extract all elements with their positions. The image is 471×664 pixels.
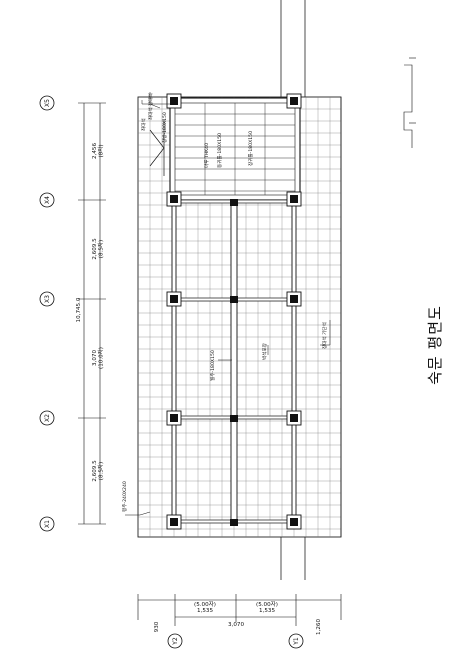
svg-text:X2: X2: [44, 414, 51, 422]
svg-text:X4: X4: [44, 196, 51, 204]
grid-bubble-x5: X5: [39, 95, 55, 111]
note-stone-slab: 좌대석: [140, 118, 147, 131]
svg-text:X1: X1: [44, 520, 51, 528]
pillar: [170, 295, 178, 303]
note-pillar: 평주-240X240: [121, 481, 128, 512]
pillar: [170, 97, 178, 105]
center-post: [230, 199, 238, 206]
grid-bubble-y2: Y2: [167, 633, 183, 649]
center-post: [230, 415, 238, 422]
pillar: [170, 518, 178, 526]
dim-span-3: 2,609.5: [92, 238, 98, 260]
dim-span-2-unit: (10.0자): [97, 347, 105, 369]
grid-bubble-x3: X3: [39, 291, 55, 307]
note-edge-stone: 장대석 기단석: [321, 322, 328, 349]
note-top-stone: 좌대석 장대석: [147, 93, 154, 120]
pillar: [290, 195, 298, 203]
dim-width-total: 3,070: [228, 622, 244, 628]
dim-span-4: 2,456: [92, 143, 98, 159]
svg-text:Y2: Y2: [172, 637, 179, 646]
grid-bubble-x1: X1: [39, 516, 55, 532]
center-post: [230, 296, 238, 303]
grid-bubble-x2: X2: [39, 410, 55, 426]
dim-width-inner-right-unit: (5.00자): [256, 600, 278, 608]
dim-span-2: 3,070: [92, 350, 98, 366]
dim-span-3-unit: (8.5자): [97, 240, 105, 258]
dim-width-inner-left: 1,535: [197, 608, 213, 614]
floor-platform: [169, 97, 301, 201]
note-mid-beam: 월주-180X150: [209, 350, 216, 381]
pillar: [290, 295, 298, 303]
note-lintel-main: 창방-180X150: [161, 112, 168, 143]
svg-text:Y1: Y1: [293, 637, 300, 646]
note-joist-1: 동귀틀-180X150: [216, 133, 223, 168]
pillar: [290, 414, 298, 422]
dim-span-1-unit: (8.5자): [97, 462, 105, 480]
dim-total-length: 10,745.0: [76, 297, 82, 322]
center-post: [230, 519, 238, 526]
leader-lines: [125, 92, 331, 516]
pillar: [170, 195, 178, 203]
dimension-chain-bottom: [137, 594, 342, 626]
pillar: [170, 414, 178, 422]
grid-bubble-y1: Y1: [288, 633, 304, 649]
side-strips: [280, 0, 342, 580]
dim-width-top-edge: 930: [154, 621, 160, 632]
dimension-chain-top: [78, 102, 106, 525]
grid-bubble-x4: X4: [39, 192, 55, 208]
note-floor-board: 마루 THK40: [203, 143, 210, 168]
note-joist-2: 장귀틀-180X150: [247, 131, 254, 166]
svg-text:X3: X3: [44, 295, 51, 303]
pillar: [290, 97, 298, 105]
entrance-steps: [149, 120, 165, 176]
dim-span-1: 2,609.5: [92, 460, 98, 482]
drawing-title: 숙문 평면도: [426, 305, 444, 385]
dim-span-4-unit: (8자): [97, 144, 105, 157]
pillar: [290, 518, 298, 526]
note-paving: 박석포장: [261, 342, 268, 360]
beams: [171, 198, 297, 526]
section-mark: [403, 57, 416, 148]
svg-text:X5: X5: [44, 99, 51, 107]
pillars: [166, 93, 302, 530]
dim-width-bottom-edge: 1,260: [316, 619, 322, 635]
dim-width-inner-left-unit: (5.00자): [194, 600, 216, 608]
dim-width-inner-right: 1,535: [259, 608, 275, 614]
